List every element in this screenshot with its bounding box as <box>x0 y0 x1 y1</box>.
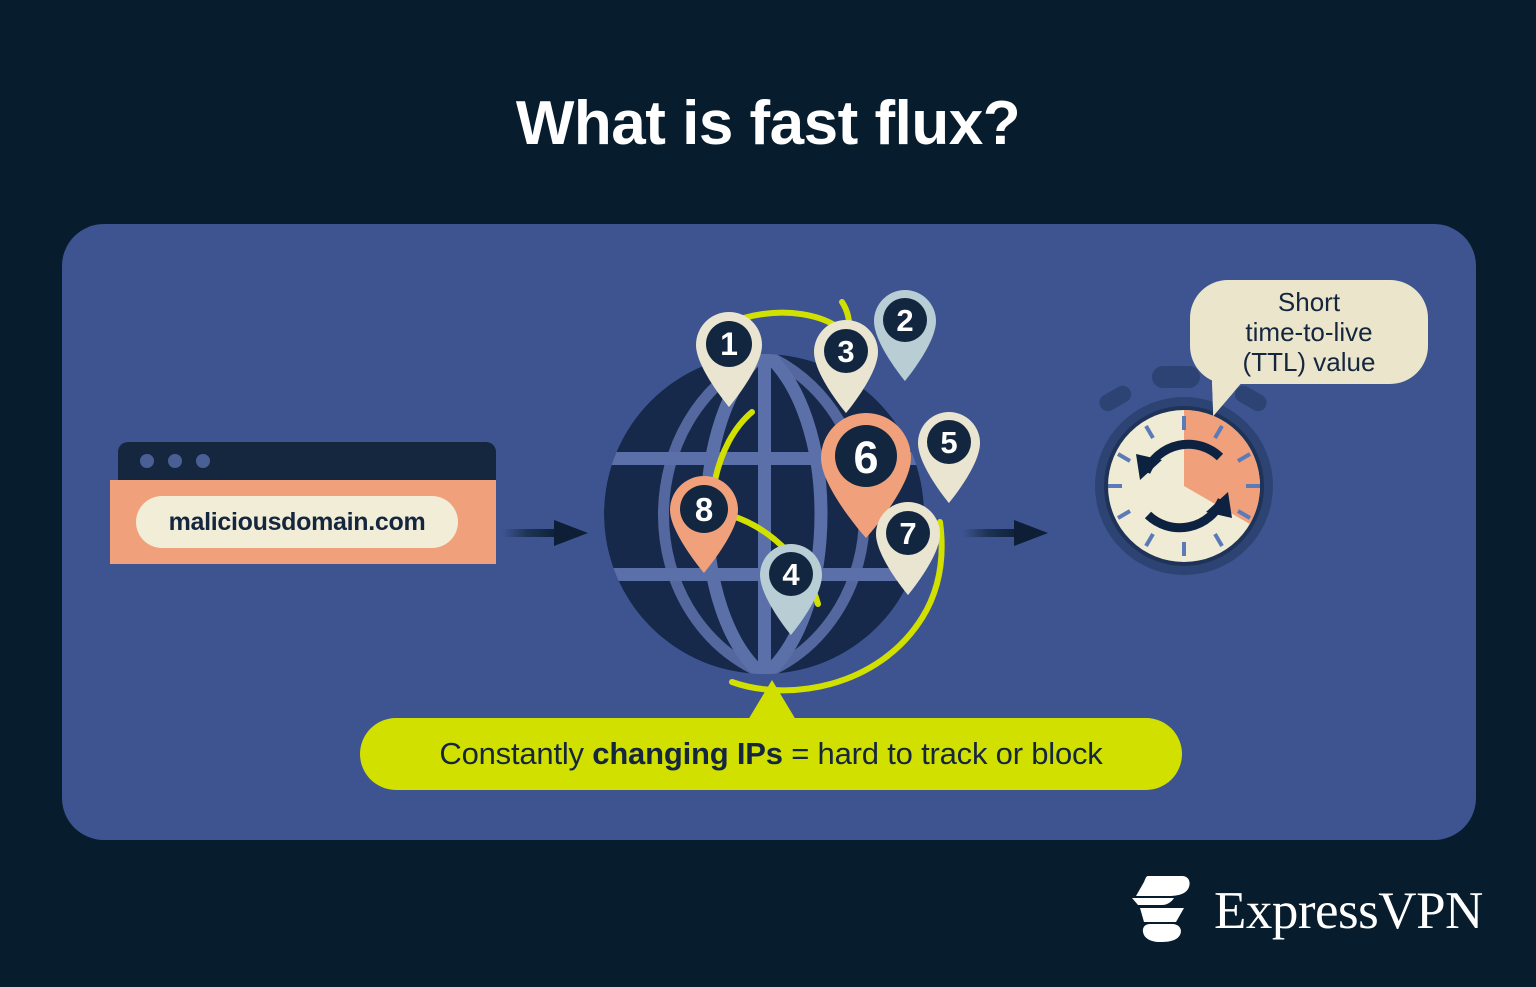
page-title: What is fast flux? <box>515 89 1021 158</box>
browser-titlebar <box>118 442 496 480</box>
globe-pin-7[interactable]: 7 <box>870 496 946 596</box>
expressvpn-mark-icon <box>1130 872 1192 949</box>
globe-pin-5[interactable]: 5 <box>912 406 986 504</box>
expressvpn-wordmark: ExpressVPN <box>1214 881 1483 940</box>
globe-pin-1[interactable]: 1 <box>690 306 768 408</box>
globe-pin-6[interactable]: 6 <box>814 406 918 540</box>
browser-window-illustration: maliciousdomain.com <box>110 442 496 564</box>
ttl-bubble-text: Short time-to-live (TTL) value <box>1242 287 1376 377</box>
globe-pin-3[interactable]: 3 <box>808 314 884 414</box>
banner-bold: changing IPs <box>592 736 783 771</box>
url-text: maliciousdomain.com <box>168 507 426 536</box>
banner-tail <box>748 680 796 720</box>
banner-prefix: Constantly <box>439 736 593 771</box>
window-close-dot-icon <box>140 454 154 468</box>
globe-pin-8[interactable]: 8 <box>664 470 744 574</box>
changing-ips-banner: Constantly changing IPs = hard to track … <box>360 718 1182 790</box>
stopwatch-graphic <box>1095 366 1273 575</box>
globe-pin-4[interactable]: 4 <box>754 538 828 636</box>
stopwatch-illustration <box>1084 364 1284 584</box>
ttl-speech-bubble: Short time-to-live (TTL) value <box>1190 280 1428 384</box>
diagram-panel: maliciousdomain.com <box>62 224 1476 840</box>
banner-text: Constantly changing IPs = hard to track … <box>439 736 1102 772</box>
url-address-bar[interactable]: maliciousdomain.com <box>136 496 458 548</box>
browser-content-area: maliciousdomain.com <box>110 480 496 564</box>
expressvpn-logo[interactable]: ExpressVPN <box>1130 872 1483 949</box>
arrow-domain-to-globe <box>502 518 590 553</box>
arrow-globe-to-stopwatch <box>962 518 1050 553</box>
window-maximize-dot-icon <box>196 454 210 468</box>
globe-with-pins-illustration: 1 2 3 4 <box>592 284 982 704</box>
window-minimize-dot-icon <box>168 454 182 468</box>
banner-suffix: = hard to track or block <box>782 736 1103 771</box>
